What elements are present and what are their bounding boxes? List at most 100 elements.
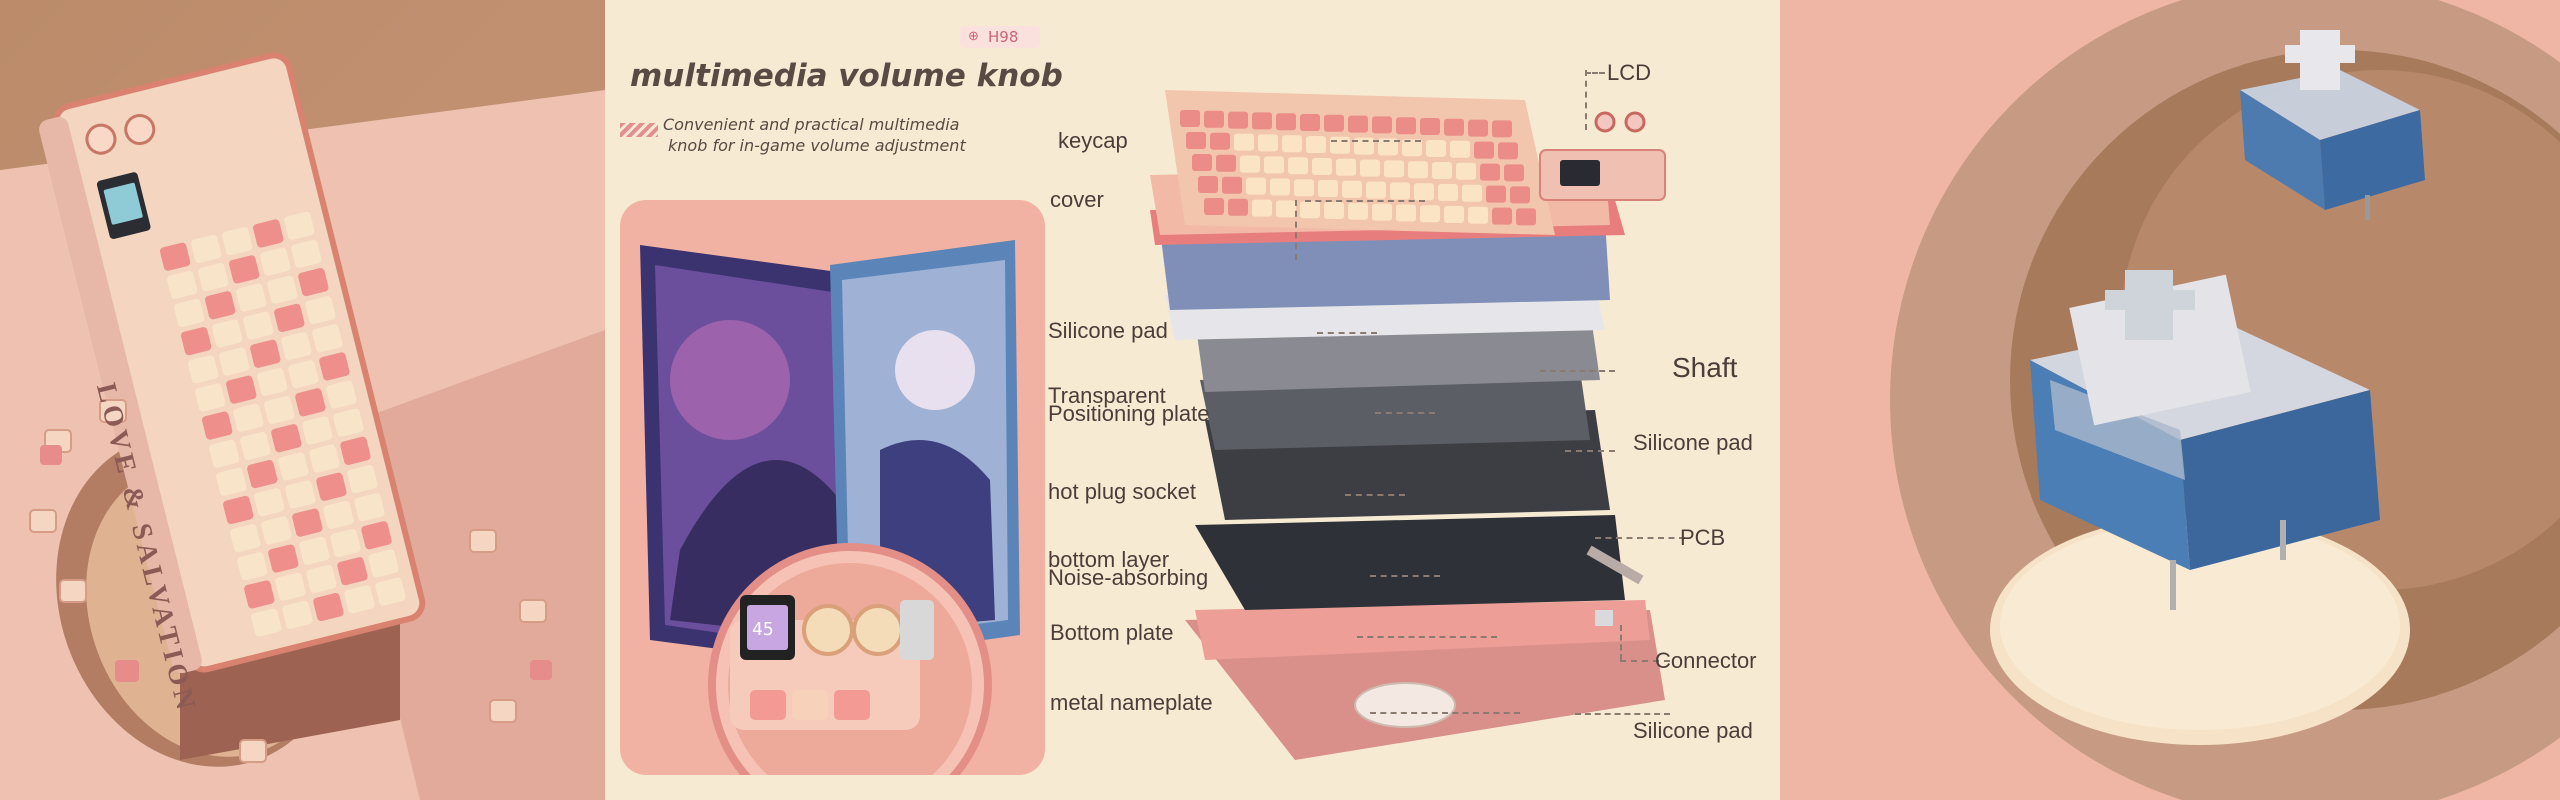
exploded-keycap <box>1414 183 1434 201</box>
exploded-keycap <box>1498 142 1518 160</box>
exploded-keycap <box>1228 111 1248 129</box>
switch-illustration <box>1780 0 2560 800</box>
exploded-keycap <box>1444 118 1464 136</box>
label-lcd: LCD <box>1607 60 1652 85</box>
keycap <box>253 219 284 248</box>
keyboard-illustration <box>0 0 605 800</box>
keycap <box>198 263 229 292</box>
keycap <box>309 444 340 473</box>
exploded-keycap <box>1480 163 1500 181</box>
exploded-keycap <box>1420 205 1440 223</box>
keycap <box>173 298 205 328</box>
exploded-keycap <box>1180 110 1200 127</box>
exploded-keycap <box>1222 176 1242 194</box>
keycap <box>216 467 247 496</box>
keycap <box>243 311 274 340</box>
exploded-keycap <box>1306 136 1326 153</box>
keycap <box>271 424 302 453</box>
exploded-keycap <box>1378 138 1398 156</box>
exploded-keycap <box>1276 200 1296 218</box>
keycap <box>247 460 278 489</box>
exploded-keycap <box>1300 114 1320 131</box>
leader-connector-v <box>1620 625 1622 660</box>
keycap <box>251 608 282 637</box>
keycap <box>223 495 254 525</box>
keycap <box>233 403 264 432</box>
exploded-keycap <box>1252 199 1272 217</box>
exploded-keycap <box>1294 179 1314 197</box>
exploded-keycap <box>1492 207 1512 225</box>
keycap <box>340 436 371 465</box>
exploded-keycap <box>1372 203 1392 221</box>
keyboard-photo-panel: LOVE & SALVATION <box>0 0 605 800</box>
keycap <box>313 592 344 622</box>
exploded-keycap <box>1204 110 1224 128</box>
keycap <box>302 416 333 445</box>
exploded-keycap <box>1210 132 1230 150</box>
keycap <box>260 247 291 276</box>
feature-subtitle-line2: knob for in-game volume adjustment <box>668 136 966 155</box>
keycap <box>257 367 288 396</box>
keycap <box>180 327 212 356</box>
label-pcb: PCB <box>1680 525 1726 550</box>
exploded-keycap <box>1336 158 1356 176</box>
exploded-keycap <box>1300 201 1320 219</box>
keycap <box>202 411 233 440</box>
keycap <box>312 324 343 353</box>
keycap <box>268 544 299 573</box>
exploded-keycap <box>1228 198 1248 216</box>
keycap <box>288 360 319 389</box>
exploded-keycap <box>1204 198 1224 215</box>
label-shaft: Shaft <box>1672 352 1738 383</box>
exploded-keycap <box>1384 160 1404 178</box>
keycap <box>326 380 357 409</box>
keycap <box>375 577 406 606</box>
label-silicone-pad-right: Silicone pad <box>1633 430 1753 455</box>
keycap <box>292 508 323 537</box>
keycap <box>361 521 392 550</box>
keycap <box>333 408 364 437</box>
keycap <box>305 296 336 325</box>
exploded-keycap <box>1390 182 1410 200</box>
keycap <box>285 480 316 509</box>
keycap <box>222 227 253 256</box>
exploded-keycap <box>1462 184 1482 202</box>
exploded-keycap <box>1468 206 1488 224</box>
exploded-keycap <box>1408 161 1428 179</box>
exploded-keycap <box>1264 156 1284 174</box>
leader-cover <box>1305 200 1425 202</box>
exploded-keycap <box>1444 206 1464 223</box>
knob-screen-value: 45 <box>752 619 774 640</box>
exploded-keycap <box>1486 185 1506 203</box>
label-silicone-pad-left: Silicone pad <box>1048 318 1168 343</box>
keycap <box>209 439 240 468</box>
leader-bottom-plate <box>1357 636 1497 638</box>
feature-panel: ⊕ H98 multimedia volume knob Convenient … <box>605 0 1780 800</box>
exploded-keycap <box>1504 164 1524 182</box>
leader-lcd-h <box>1585 72 1605 74</box>
knob-card-art: 45 <box>640 240 1020 775</box>
leader-lcd <box>1585 70 1587 130</box>
label-keycap: keycap <box>1058 128 1128 153</box>
exploded-keycap <box>1324 114 1344 132</box>
keycap <box>226 375 257 404</box>
label-positioning-plate: Positioning plate <box>1048 401 1210 426</box>
keycap <box>295 388 326 417</box>
brand-tag: H98 <box>988 28 1019 46</box>
leader-noise <box>1370 575 1440 577</box>
exploded-keycap <box>1492 120 1512 138</box>
keycap <box>254 488 285 517</box>
switch-small <box>2240 30 2425 220</box>
exploded-keycap <box>1234 133 1254 151</box>
keycap <box>229 255 260 284</box>
switch-large <box>2030 270 2380 610</box>
exploded-keycap <box>1252 112 1272 130</box>
label-connector: Connector <box>1655 648 1757 673</box>
leader-hot-plug <box>1345 494 1405 496</box>
keycap <box>264 396 295 425</box>
exploded-keycap <box>1342 180 1362 198</box>
keycap <box>219 347 250 376</box>
exploded-keycap <box>1192 154 1212 171</box>
keycap <box>212 319 243 348</box>
exploded-keycap <box>1366 181 1386 199</box>
